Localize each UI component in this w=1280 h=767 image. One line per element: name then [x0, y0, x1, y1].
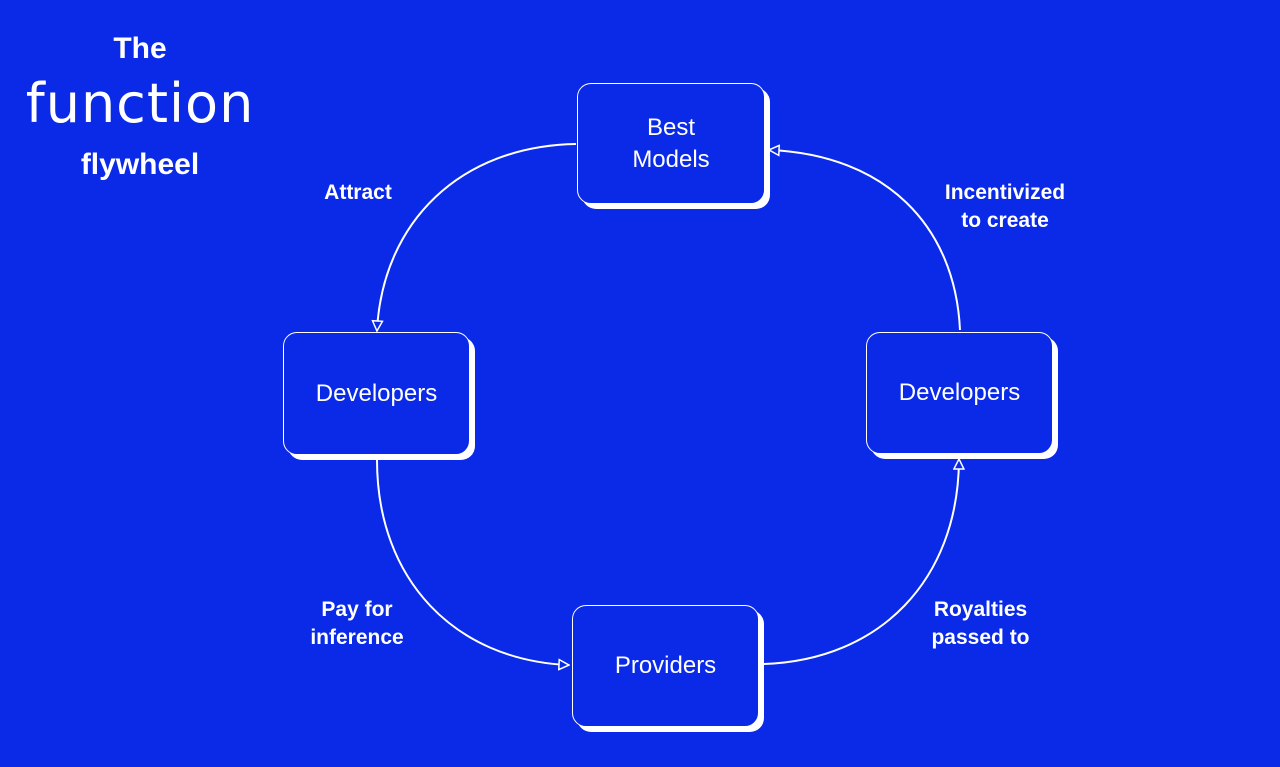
pay-arrow	[376, 459, 568, 665]
node-developers-left: Developers	[283, 332, 470, 455]
node-developers-left-label: Developers	[315, 379, 438, 407]
title-flywheel: flywheel	[80, 148, 200, 181]
function-logo: function	[25, 72, 255, 135]
label-attract: Attract	[324, 181, 392, 204]
node-providers-label: Providers	[614, 652, 717, 679]
title-the: The	[113, 32, 167, 65]
label-pay-for-inference: Pay for inference	[310, 598, 404, 649]
incentivized-arrow	[770, 150, 961, 331]
node-providers: Providers	[572, 605, 759, 727]
node-developers-right-label: Developers	[898, 379, 1021, 406]
node-best-models: Best Models	[577, 83, 765, 204]
node-developers-right: Developers	[866, 332, 1053, 454]
label-incentivized: Incentivized to create	[944, 181, 1066, 232]
attract-arrow	[377, 143, 577, 330]
royalties-arrow	[763, 460, 959, 665]
label-royalties: Royalties passed to	[931, 598, 1030, 649]
node-best-models-label: Best Models	[632, 113, 710, 173]
